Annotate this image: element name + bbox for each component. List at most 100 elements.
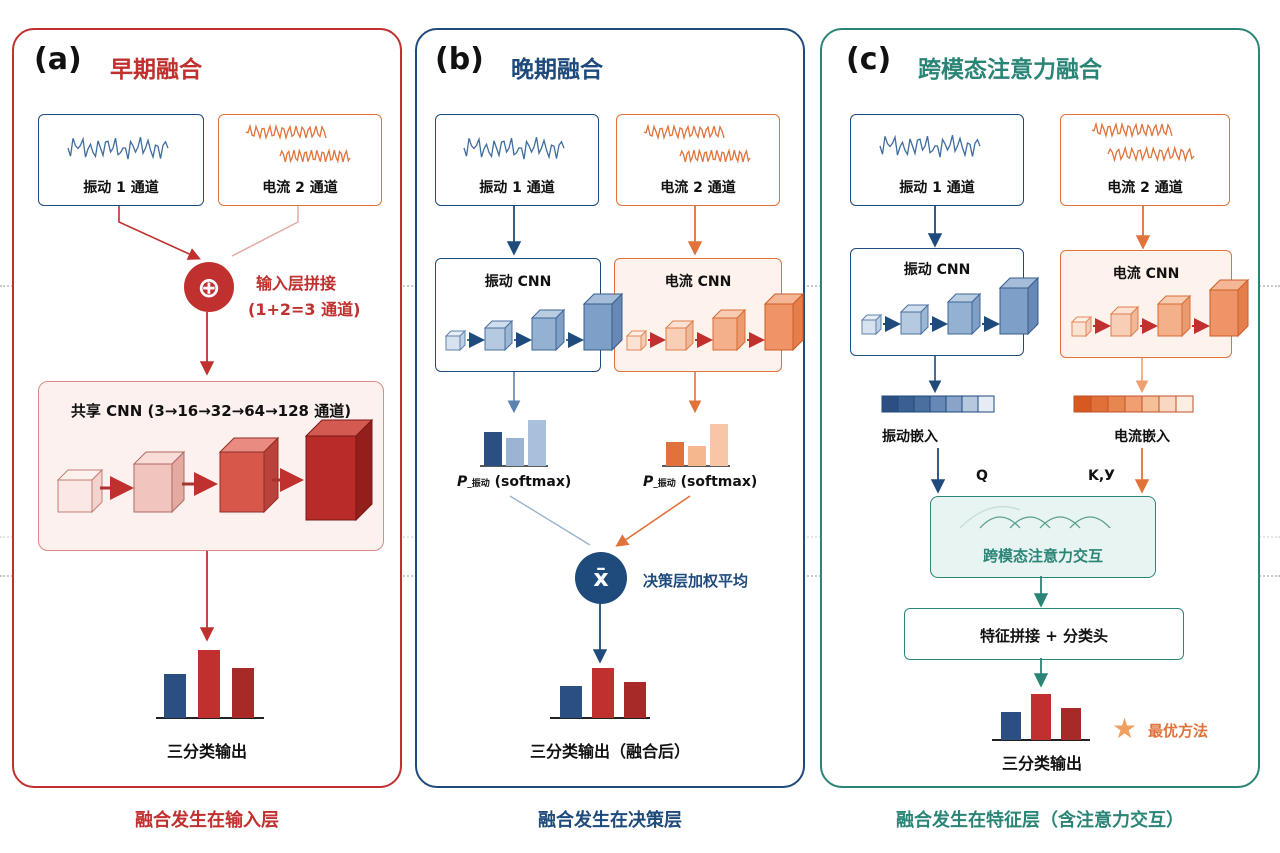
current-input-box: 电流 2 通道	[218, 114, 382, 206]
cube-icon	[764, 303, 794, 351]
star-icon: ★	[1112, 712, 1138, 745]
embedding-cell	[1073, 395, 1092, 413]
cube-icon	[900, 311, 922, 335]
vibration-embedding-label: 振动嵌入	[882, 429, 938, 445]
output-label: 三分类输出（融合后）	[529, 742, 690, 761]
p-vibration-label: P_振动 (softmax)	[457, 474, 571, 490]
probability-bars-icon	[528, 420, 546, 466]
current-cnn-label: 电流 CNN	[1112, 266, 1180, 282]
embedding-cell	[897, 395, 915, 413]
cube-icon	[219, 451, 265, 513]
cube-icon	[484, 327, 506, 351]
caption-a: 融合发生在输入层	[135, 810, 279, 831]
current-input-box: 电流 2 通道	[1060, 114, 1230, 206]
embedding-cell	[1124, 395, 1143, 413]
arrow-prob2-to-avg	[615, 495, 691, 547]
current-input-label: 电流 2 通道	[1107, 180, 1183, 196]
bar-chart-icon	[1031, 694, 1051, 740]
embedding-cell	[929, 395, 947, 413]
cube-icon	[947, 301, 973, 335]
output-label: 三分类输出	[1002, 754, 1083, 773]
cube-icon	[611, 292, 623, 352]
concat-circle-plus-icon: ⊕	[184, 262, 234, 312]
embedding-cell	[913, 395, 931, 413]
arrow-prob1-to-avg	[509, 495, 591, 546]
vibration-cnn-label: 振动 CNN	[484, 274, 552, 290]
panel-b-title: 晚期融合	[511, 57, 603, 83]
current-cnn-box: 电流 CNN	[614, 258, 782, 372]
q-label: Q	[976, 468, 988, 484]
bar-chart-icon	[592, 668, 614, 718]
panel-a: (a) 早期融合 振动 1 通道 电流 2 通道 ⊕ 输入层拼接 (1+2=3 …	[12, 28, 402, 788]
cube-icon	[861, 319, 877, 335]
embedding-cell	[1107, 395, 1126, 413]
cube-icon	[1071, 321, 1087, 337]
cube-icon	[665, 327, 687, 351]
p1-sub: _振动	[467, 479, 490, 489]
waveform-icon	[679, 147, 751, 164]
vibration-input-box: 振动 1 通道	[850, 114, 1024, 206]
bar-chart-icon	[232, 668, 254, 718]
cube-icon	[355, 418, 373, 522]
embedding-cell	[881, 395, 899, 413]
vibration-input-label: 振动 1 通道	[899, 180, 975, 196]
cube-icon	[305, 435, 357, 521]
probability-bars-icon	[688, 446, 706, 466]
current-input-label: 电流 2 通道	[660, 180, 736, 196]
waveform-icon	[463, 136, 565, 160]
attention-label: 跨模态注意力交互	[982, 547, 1103, 565]
panel-a-title: 早期融合	[110, 57, 202, 83]
bar-chart-icon	[164, 674, 186, 718]
embedding-cell	[977, 395, 995, 413]
current-input-label: 电流 2 通道	[262, 180, 338, 196]
output-label: 三分类输出	[166, 742, 247, 761]
waveform-icon	[67, 136, 169, 160]
waveform-icon	[1091, 121, 1173, 139]
waveform-icon	[279, 147, 351, 164]
vibration-cnn-label: 振动 CNN	[903, 262, 971, 278]
best-method-label: 最优方法	[1148, 722, 1209, 740]
bar-chart-icon	[560, 686, 582, 718]
cube-icon	[1157, 303, 1183, 337]
cube-icon	[445, 335, 461, 351]
kv-label: K,У	[1088, 468, 1115, 484]
attention-box: 跨模态注意力交互	[930, 496, 1156, 578]
cube-icon	[1209, 289, 1239, 337]
attention-arcs-icon	[959, 506, 1111, 529]
cube-icon	[583, 303, 613, 351]
concat-head-box: 特征拼接 + 分类头	[904, 608, 1184, 660]
avg-label: 决策层加权平均	[643, 572, 749, 590]
cube-icon	[133, 463, 173, 513]
cube-icon	[792, 292, 804, 352]
p2-symbol: P	[643, 474, 654, 490]
p1-rest: (softmax)	[489, 474, 572, 490]
p2-rest: (softmax)	[675, 474, 758, 490]
cube-icon	[626, 335, 642, 351]
shared-cnn-label: 共享 CNN (3→16→32→64→128 通道)	[70, 402, 352, 420]
arrow-vib-to-concat	[118, 206, 201, 260]
current-embedding-label: 电流嵌入	[1114, 429, 1170, 445]
embedding-cell	[945, 395, 963, 413]
p-current-label: P_振动 (softmax)	[643, 474, 757, 490]
cube-icon	[1027, 276, 1039, 336]
waveform-icon	[1107, 145, 1195, 163]
vibration-cnn-box: 振动 CNN	[850, 248, 1024, 356]
waveform-icon	[879, 134, 981, 158]
concat-label-1: 输入层拼接	[256, 274, 337, 293]
vibration-input-label: 振动 1 通道	[83, 180, 159, 196]
cube-icon	[57, 479, 93, 513]
cube-icon	[531, 317, 557, 351]
waveform-icon	[643, 123, 725, 141]
current-cnn-label: 电流 CNN	[664, 274, 732, 290]
waveform-icon	[245, 123, 327, 141]
bar-chart-icon	[198, 650, 220, 718]
concat-label-2: (1+2=3 通道)	[248, 300, 361, 319]
probability-bars-icon	[666, 442, 684, 466]
embedding-cell	[1141, 395, 1160, 413]
panel-c-letter: (c)	[846, 42, 892, 77]
p2-sub: _振动	[653, 479, 676, 489]
caption-c: 融合发生在特征层（含注意力交互）	[896, 810, 1184, 831]
embedding-cell	[1090, 395, 1109, 413]
vibration-input-box: 振动 1 通道	[435, 114, 599, 206]
bar-chart-icon	[1061, 708, 1081, 740]
